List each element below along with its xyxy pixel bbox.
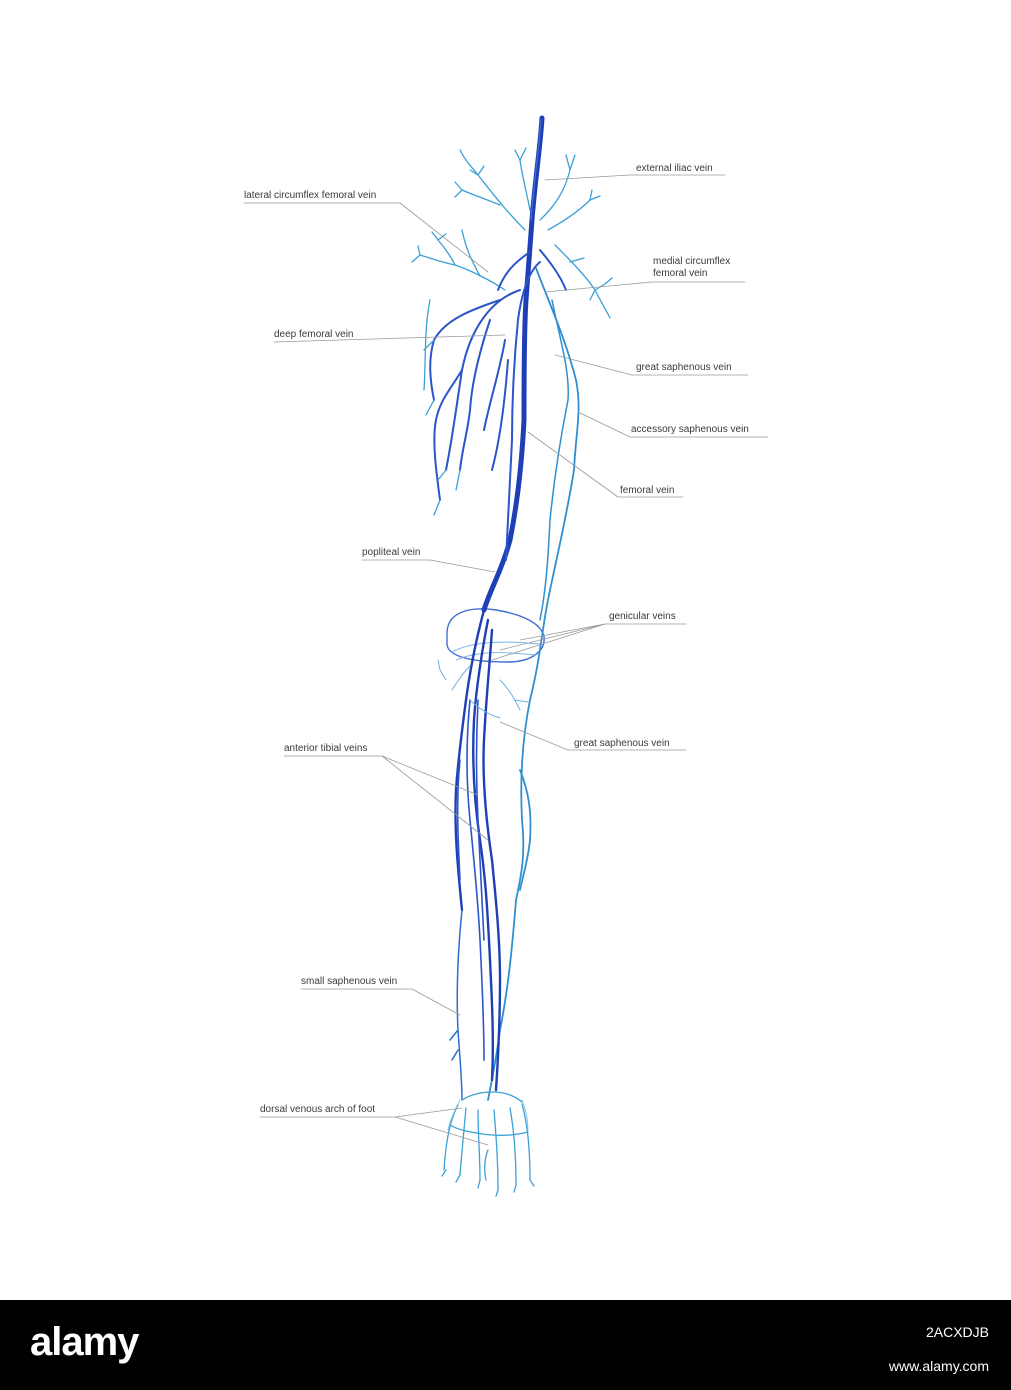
femoral-tributaries [497,249,567,561]
label-small-saphenous-vein: small saphenous vein [301,976,398,987]
anterior-tibial-veins [456,699,485,1061]
genicular-veins [437,659,529,719]
accessory-saphenous-vein [539,299,570,621]
image-id: 2ACXDJB [925,1324,989,1340]
label-medial-circumflex-line1: medial circumflex [653,256,731,267]
label-dorsal-venous-arch: dorsal venous arch of foot [260,1104,376,1115]
leader-lines [243,174,769,1146]
label-great-saphenous-vein-upper: great saphenous vein [636,362,732,373]
lateral-circumflex-branches [411,229,506,516]
label-genicular-veins: genicular veins [609,611,676,622]
label-lateral-circumflex-femoral-vein: lateral circumflex femoral vein [244,190,377,201]
deep-femoral-vein [429,289,521,501]
patella-outline [446,608,545,663]
label-external-iliac-vein: external iliac vein [636,163,713,174]
label-popliteal-vein: popliteal vein [362,547,421,558]
popliteal-and-tibial-veins [454,608,502,1092]
label-accessory-saphenous-vein: accessory saphenous vein [631,424,749,435]
label-femoral-vein: femoral vein [620,485,675,496]
small-saphenous-vein [449,909,463,1101]
foot-outline [447,1099,529,1131]
alamy-logo: alamy [30,1320,139,1364]
foot-veins [441,1091,535,1197]
femoral-vein [481,115,545,613]
leg-veins-illustration [243,115,769,1197]
iliac-tributaries [454,147,613,319]
diagram-canvas: external iliac vein lateral circumflex f… [243,115,769,1197]
femoral-vein-highlight [530,119,542,221]
great-saphenous-vein [487,267,580,1101]
label-medial-circumflex-line2: femoral vein [653,268,708,279]
watermark-footer: alamy 2ACXDJB www.alamy.com [0,1300,1011,1390]
label-anterior-tibial-veins: anterior tibial veins [284,743,368,754]
label-deep-femoral-vein: deep femoral vein [274,329,354,340]
site-url: www.alamy.com [888,1358,989,1374]
label-great-saphenous-vein-lower: great saphenous vein [574,738,670,749]
